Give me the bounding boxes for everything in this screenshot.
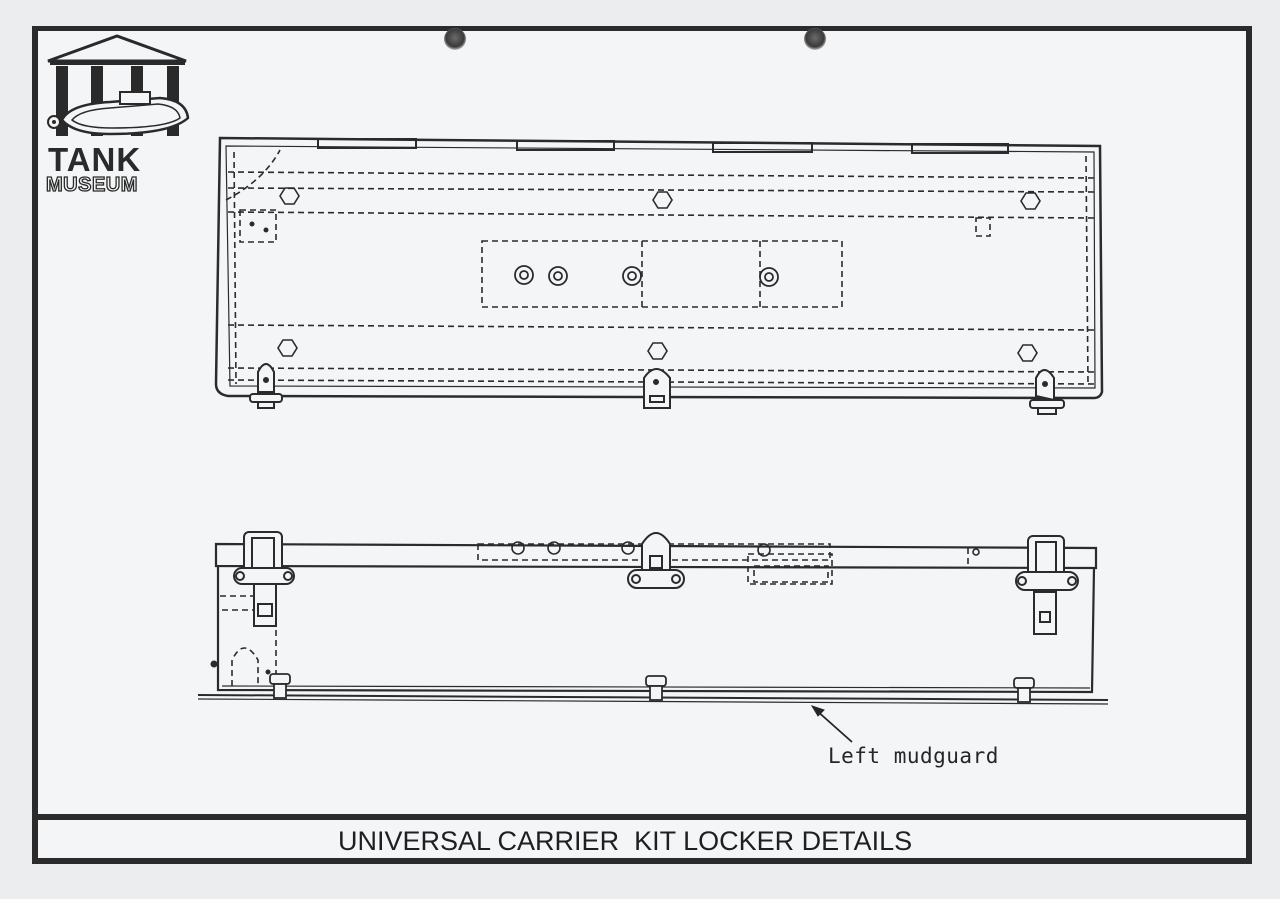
title-block-divider [36,814,1248,820]
left-mudguard-callout-arrow [810,705,853,743]
punch-hole-right [804,28,826,50]
logo-text-tank: TANK [48,141,142,178]
locker-top-view [214,136,1104,415]
locker-side-view [197,531,1109,705]
callout-label-left-mudguard: Left mudguard [828,744,999,768]
drawing-border-frame [32,26,1252,864]
punch-hole-left [444,28,466,50]
museum-building-with-tank-icon [47,34,190,136]
sheet-title: UNIVERSAL CARRIER KIT LOCKER DETAILS [338,826,913,856]
logo-text-museum: MUSEUM [45,174,138,196]
